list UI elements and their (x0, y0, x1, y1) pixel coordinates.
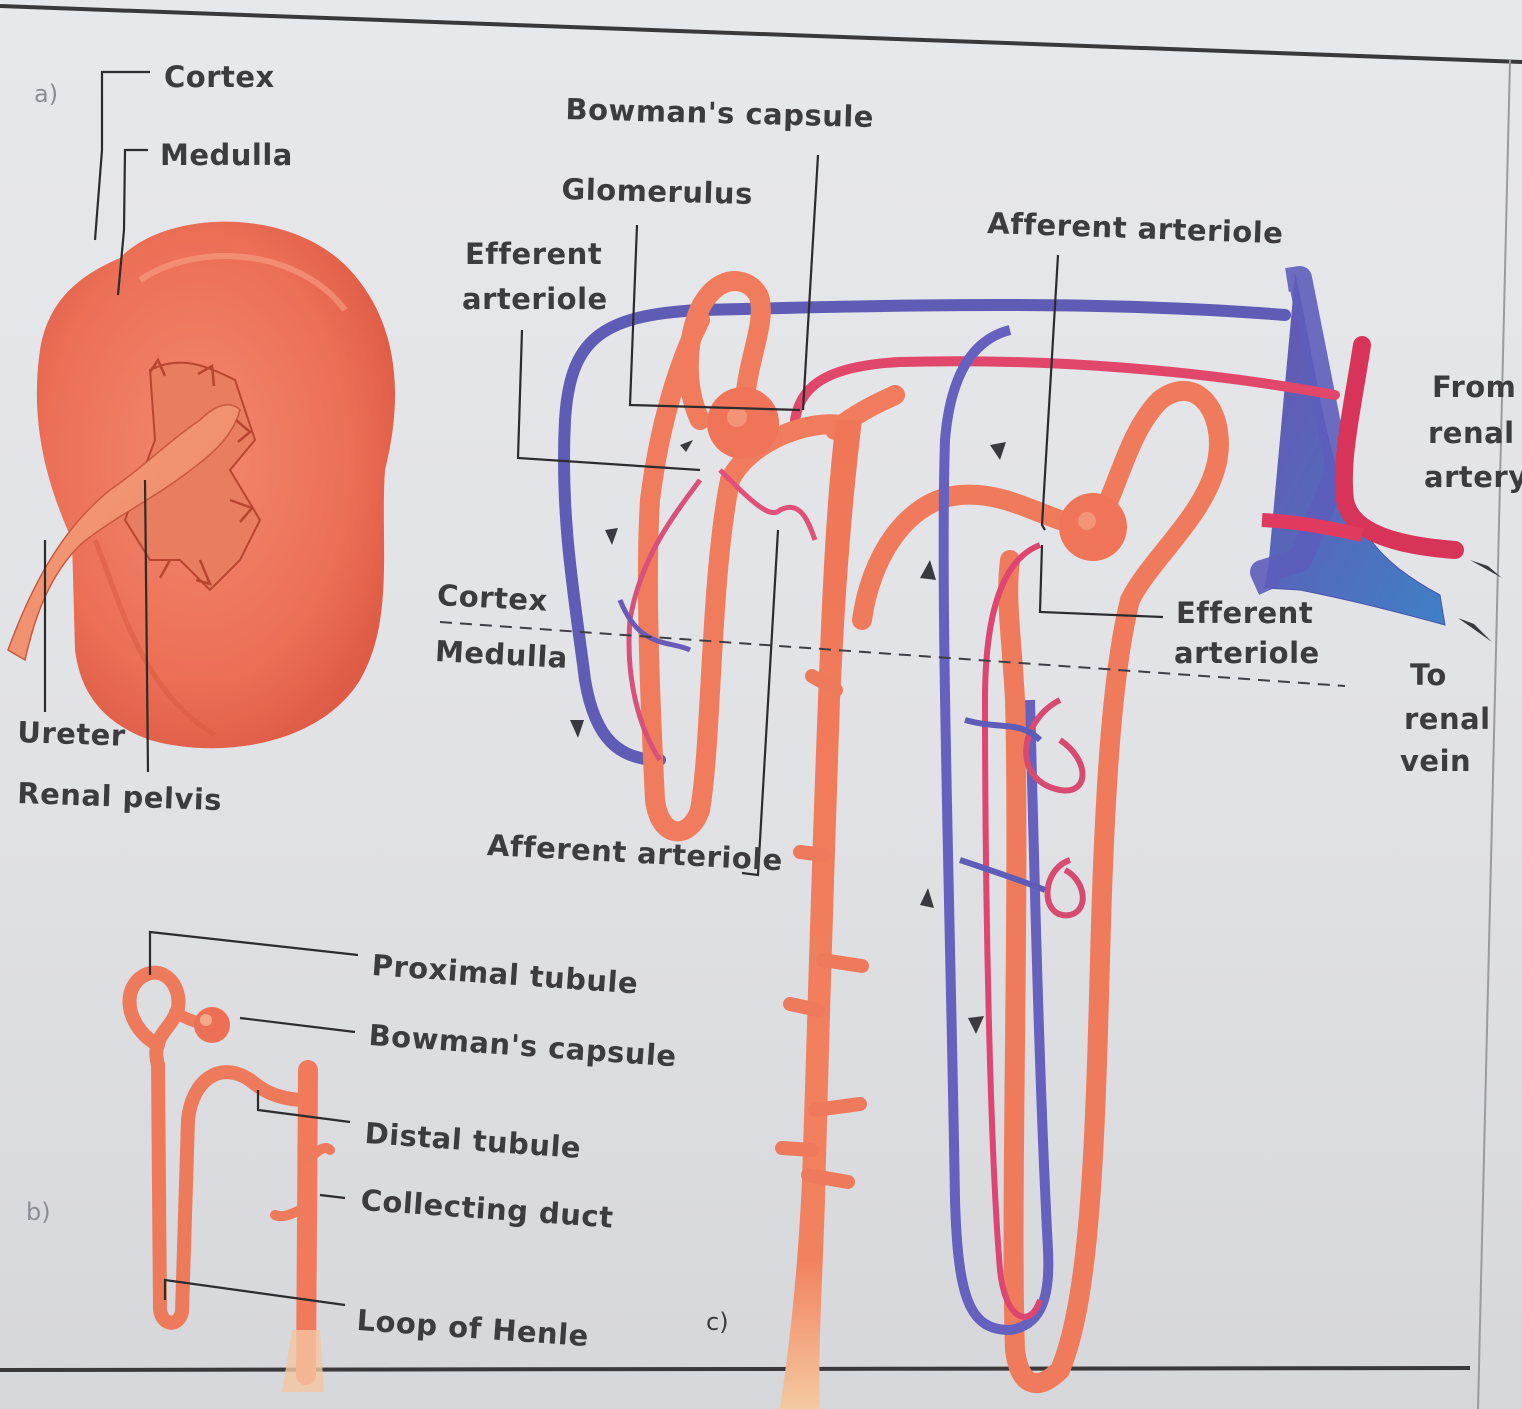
glomerulus-label: Glomerulus (561, 172, 754, 211)
from-renal-artery-label-3: artery (1424, 460, 1522, 494)
panel-a-tag: a) (34, 80, 59, 108)
page-border (0, 4, 1522, 1409)
ureter-label: Ureter (16, 715, 127, 753)
kidney-leader-lines (43, 70, 150, 773)
efferent-arteriole-left-label-2: arteriole (462, 282, 608, 316)
efferent-arteriole-left-label-1: Efferent (465, 237, 603, 271)
to-renal-vein-label-1: To (1410, 658, 1447, 692)
panel-b-tag: b) (26, 1198, 51, 1226)
kidney-medulla-label: Medulla (160, 138, 293, 172)
from-renal-artery-label-1: From (1432, 370, 1517, 404)
kidney-cortex-label: Cortex (164, 60, 275, 94)
to-renal-vein-label-2: renal (1404, 702, 1491, 736)
to-renal-vein-label-3: vein (1400, 744, 1472, 778)
efferent-arteriole-right-label-2: arteriole (1174, 636, 1320, 670)
efferent-arteriole-right-label-1: Efferent (1176, 596, 1314, 630)
simple-nephron-leader-lines (148, 930, 359, 1307)
panel-c-tag: c) (706, 1308, 729, 1336)
medulla-c-label: Medulla (434, 634, 569, 675)
detailed-nephron (439, 266, 1502, 1409)
simple-nephron (122, 965, 335, 1392)
kidney-cross-section (7, 221, 396, 749)
detailed-nephron-leader-lines (516, 154, 1164, 877)
from-renal-artery-label-2: renal (1428, 416, 1515, 450)
cortex-c-label: Cortex (436, 578, 549, 618)
renal-pelvis-label: Renal pelvis (16, 776, 223, 818)
